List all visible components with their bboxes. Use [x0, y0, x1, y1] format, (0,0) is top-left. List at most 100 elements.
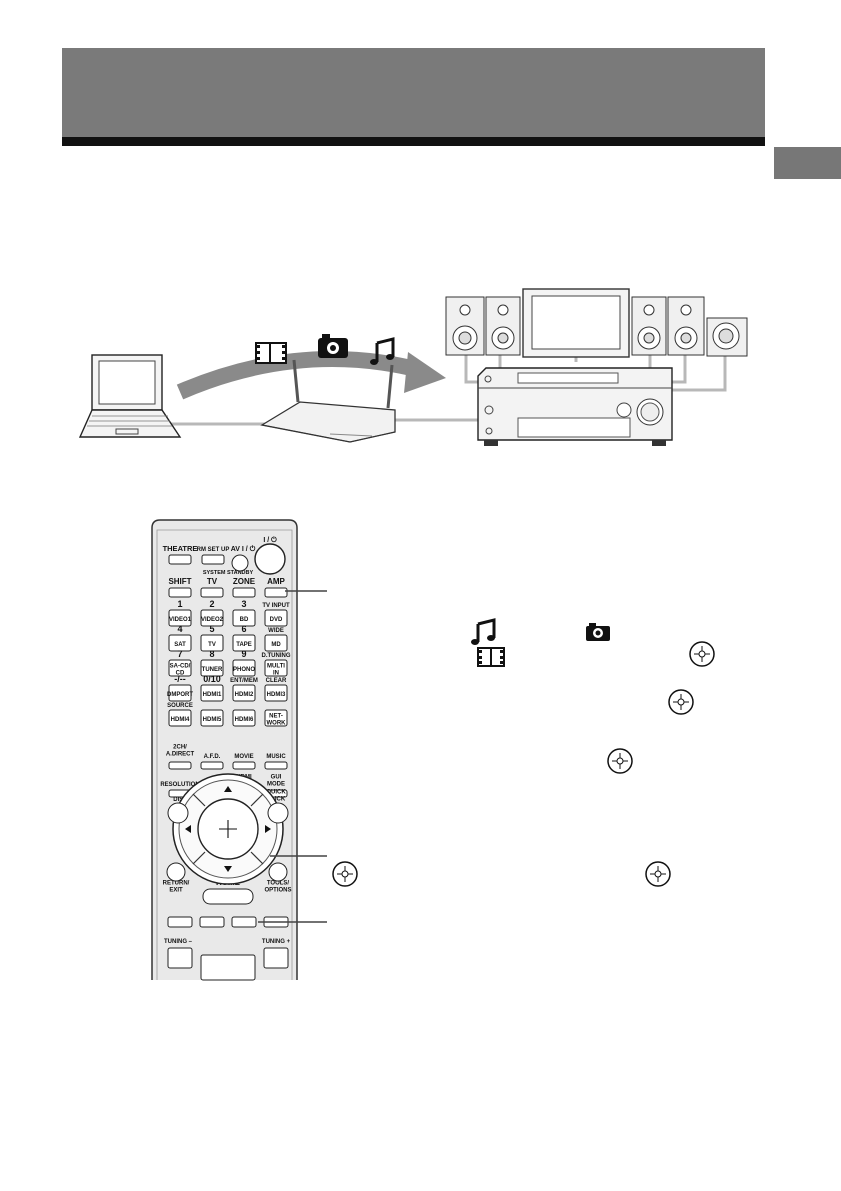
instruction-photo-icon — [586, 623, 610, 641]
hdmi5-button-label: HDMI5 — [203, 717, 222, 723]
hdmi3-button[interactable] — [264, 684, 288, 702]
front-right-speaker-icon — [631, 296, 667, 356]
sat-button-label: SAT — [174, 642, 186, 648]
sacd-button-label: SA-CD/ — [170, 664, 191, 670]
av-receiver-icon — [477, 367, 673, 446]
num3-label: 3 — [241, 599, 246, 609]
tuning-minus-label: TUNING – — [164, 939, 193, 945]
amp-label: AMP — [267, 577, 285, 586]
return-exit-round-button[interactable] — [166, 862, 186, 882]
power-button[interactable] — [254, 543, 286, 575]
afd-button[interactable] — [200, 761, 224, 770]
sat-button[interactable] — [168, 634, 192, 652]
source-label: SOURCE — [167, 703, 193, 709]
two-ch-button[interactable] — [168, 761, 192, 770]
tape-button[interactable] — [232, 634, 256, 652]
movie-button[interactable] — [232, 761, 256, 770]
section-side-tab — [774, 147, 841, 179]
network-button[interactable] — [264, 709, 288, 727]
router-icon — [260, 359, 396, 443]
network-button-label: WORK — [267, 721, 287, 727]
clear-label: CLEAR — [266, 678, 287, 684]
afd-label: A.F.D. — [204, 754, 221, 760]
quick-click-label: CLICK — [267, 797, 286, 803]
power-label: I / ⏻ — [263, 536, 277, 544]
multi-in-button-label: IN — [273, 671, 279, 677]
two-ch-label: 2CH/ — [173, 745, 187, 751]
hdmi5-button[interactable] — [200, 709, 224, 727]
title-rule — [62, 137, 765, 146]
video1-button[interactable] — [168, 609, 192, 627]
music-label: MUSIC — [266, 754, 286, 760]
hdmi2-button-label: HDMI2 — [235, 692, 254, 698]
shift-button[interactable] — [168, 587, 192, 598]
movie-icon — [255, 342, 287, 364]
surround-right-speaker-icon — [667, 296, 705, 356]
return-exit-label: EXIT — [169, 888, 183, 894]
md-button[interactable] — [264, 634, 288, 652]
play-button[interactable] — [200, 954, 256, 981]
tuner-button[interactable] — [200, 659, 224, 677]
bd-button[interactable] — [232, 609, 256, 627]
num9-label: 9 — [241, 649, 246, 659]
num0-label: 0/10 — [203, 674, 221, 684]
movie-label: MOVIE — [234, 754, 253, 760]
transport-1-button[interactable] — [167, 916, 193, 928]
av-power-button[interactable] — [231, 554, 249, 572]
bd-button-label: BD — [240, 617, 249, 623]
system-standby-label: SYSTEM STANDBY — [203, 570, 254, 576]
shift-label: SHIFT — [168, 577, 191, 586]
hdmi1-button-label: HDMI1 — [203, 692, 222, 698]
hdmi2-button[interactable] — [232, 684, 256, 702]
num2-label: 2 — [209, 599, 214, 609]
hdmi3-button-label: HDMI3 — [267, 692, 286, 698]
dmport-button[interactable] — [168, 684, 192, 702]
tools-options-round-button[interactable] — [268, 862, 288, 882]
sacd-button[interactable] — [168, 659, 192, 677]
fast-forward-button[interactable] — [263, 947, 289, 969]
tape-button-label: TAPE — [236, 642, 252, 648]
laptop-icon — [78, 354, 182, 438]
rm-setup-button[interactable] — [201, 554, 225, 565]
video1-button-label: VIDEO1 — [169, 617, 192, 623]
tuner-button-label: TUNER — [202, 667, 223, 673]
theatre-button[interactable] — [168, 554, 192, 565]
md-button-label: MD — [271, 642, 281, 648]
gui-mode-label: GUI — [271, 775, 282, 781]
dmport-button-label: DMPORT — [167, 692, 193, 698]
tools-options-label: OPTIONS — [264, 888, 291, 894]
phono-button[interactable] — [232, 659, 256, 677]
tv-input-label: TV INPUT — [262, 603, 290, 609]
dvd-button-label: DVD — [270, 617, 283, 623]
multi-in-button[interactable] — [264, 659, 288, 677]
music-button[interactable] — [264, 761, 288, 770]
num1-label: 1 — [177, 599, 182, 609]
quick-click-round-button[interactable] — [267, 802, 289, 824]
rewind-button[interactable] — [167, 947, 193, 969]
return-exit-label: RETURN/ — [163, 881, 190, 887]
center-left-speaker-icon — [485, 296, 521, 356]
enter-wheel-icon — [645, 861, 671, 887]
instruction-movie-icon — [477, 647, 505, 667]
zone-button[interactable] — [232, 587, 256, 598]
num5-label: 5 — [209, 624, 214, 634]
menu-button-shape[interactable] — [202, 888, 254, 905]
display-round-button[interactable] — [167, 802, 189, 824]
hdmi6-button[interactable] — [232, 709, 256, 727]
amp-button[interactable] — [264, 587, 288, 598]
hdmi1-button[interactable] — [200, 684, 224, 702]
num4-label: 4 — [177, 624, 182, 634]
gui-mode-label: MODE — [267, 782, 285, 788]
transport-3-button[interactable] — [231, 916, 257, 928]
transport-2-button[interactable] — [199, 916, 225, 928]
dvd-button[interactable] — [264, 609, 288, 627]
navigation-pad[interactable] — [172, 773, 284, 885]
front-left-speaker-icon — [445, 296, 485, 356]
hdmi4-button[interactable] — [168, 709, 192, 727]
multi-in-button-label: MULTI — [267, 664, 285, 670]
tv-button[interactable] — [200, 587, 224, 598]
video2-button[interactable] — [200, 609, 224, 627]
tv-small-button[interactable] — [200, 634, 224, 652]
av-power-label: AV I / ⏻ — [231, 545, 256, 553]
